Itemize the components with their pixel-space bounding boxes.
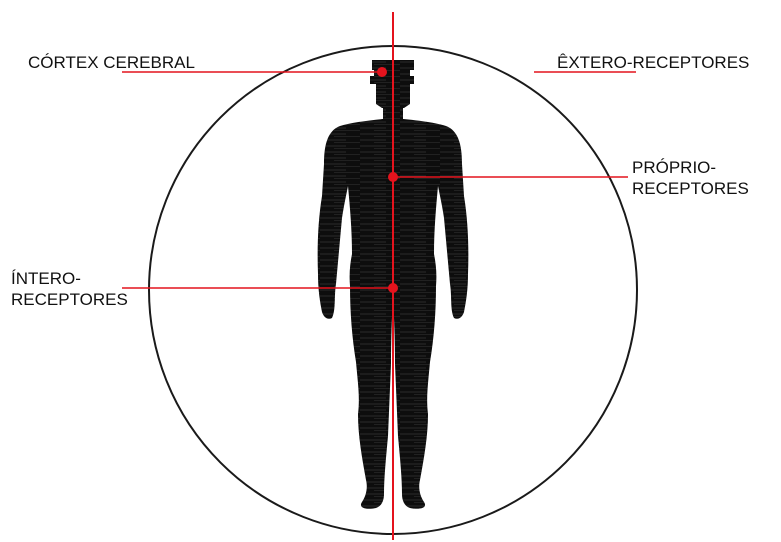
proprio-label: PRÓPRIO- RECEPTORES (632, 157, 749, 199)
cortex-label: CÓRTEX CEREBRAL (28, 52, 195, 73)
intero-label-line2: RECEPTORES (11, 289, 128, 310)
extero-label: ÊXTERO-RECEPTORES (557, 52, 749, 73)
proprio-label-line2: RECEPTORES (632, 178, 749, 199)
cortex-point (377, 67, 387, 77)
intero-label-line1: ÍNTERO- (11, 268, 128, 289)
intero-point (388, 283, 398, 293)
intero-label: ÍNTERO- RECEPTORES (11, 268, 128, 310)
proprio-point (388, 172, 398, 182)
proprio-label-line1: PRÓPRIO- (632, 157, 749, 178)
